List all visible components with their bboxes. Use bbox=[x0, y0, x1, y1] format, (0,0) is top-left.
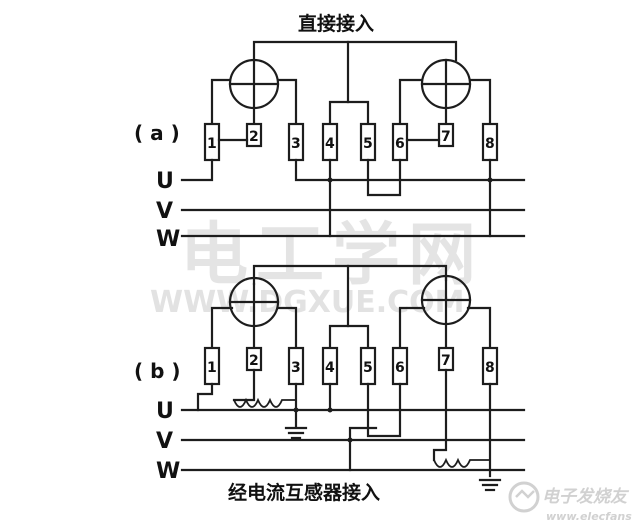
title-direct: 直接接入 bbox=[298, 12, 374, 35]
svg-text:8: 8 bbox=[485, 136, 495, 152]
svg-text:7: 7 bbox=[441, 353, 451, 369]
terminal-a-4: 4 bbox=[321, 122, 339, 162]
terminal-a-8: 8 bbox=[481, 122, 499, 162]
phase-a-v: V bbox=[156, 199, 173, 224]
svg-text:6: 6 bbox=[395, 136, 405, 152]
svg-text:3: 3 bbox=[291, 136, 301, 152]
logo-text: 电子发烧友 bbox=[542, 487, 630, 507]
terminal-a-7: 7 bbox=[437, 122, 455, 148]
terminal-b-7: 7 bbox=[437, 346, 455, 372]
svg-text:8: 8 bbox=[485, 360, 495, 376]
svg-text:6: 6 bbox=[395, 360, 405, 376]
svg-text:3: 3 bbox=[291, 360, 301, 376]
terminal-a-6: 6 bbox=[391, 122, 409, 162]
svg-text:5: 5 bbox=[363, 136, 373, 152]
svg-text:2: 2 bbox=[249, 129, 259, 145]
label-a: ( a ) bbox=[134, 121, 180, 145]
svg-text:5: 5 bbox=[363, 360, 373, 376]
terminal-a-5: 5 bbox=[359, 122, 377, 162]
elecfans-logo: 电子发烧友 www.elecfans.com bbox=[508, 481, 632, 523]
terminal-b-5: 5 bbox=[359, 346, 377, 386]
terminal-a-2: 2 bbox=[245, 122, 263, 148]
logo-url: www.elecfans.com bbox=[546, 510, 632, 523]
phase-a-w: W bbox=[156, 227, 180, 252]
terminal-b-4: 4 bbox=[321, 346, 339, 386]
phase-b-w: W bbox=[156, 459, 180, 484]
terminal-b-6: 6 bbox=[391, 346, 409, 386]
svg-text:4: 4 bbox=[325, 136, 335, 152]
terminal-b-1: 1 bbox=[203, 346, 221, 386]
svg-text:7: 7 bbox=[441, 129, 451, 145]
phase-b-v: V bbox=[156, 429, 173, 454]
terminal-a-1: 1 bbox=[203, 122, 221, 162]
phase-b-u: U bbox=[156, 399, 174, 424]
label-b: ( b ) bbox=[134, 359, 181, 383]
svg-text:1: 1 bbox=[207, 360, 217, 376]
watermark-en: WWW.DGXUE.COM bbox=[150, 285, 465, 320]
logo-icon bbox=[508, 481, 540, 513]
svg-text:1: 1 bbox=[207, 136, 217, 152]
phase-a-u: U bbox=[156, 169, 174, 194]
terminal-b-3: 3 bbox=[287, 346, 305, 386]
terminal-b-2: 2 bbox=[245, 346, 263, 372]
terminal-a-3: 3 bbox=[287, 122, 305, 162]
circuit-b: ( b ) 1 2 3 4 5 6 7 8 U V W bbox=[134, 264, 526, 492]
svg-text:2: 2 bbox=[249, 353, 259, 369]
title-ct: 经电流互感器接入 bbox=[228, 481, 380, 504]
terminal-b-8: 8 bbox=[481, 346, 499, 386]
svg-text:4: 4 bbox=[325, 360, 335, 376]
watermark-cn: 电工学网 bbox=[180, 216, 484, 295]
circuit-a: ( a ) 1 2 3 4 5 6 7 8 U V W bbox=[134, 40, 526, 252]
